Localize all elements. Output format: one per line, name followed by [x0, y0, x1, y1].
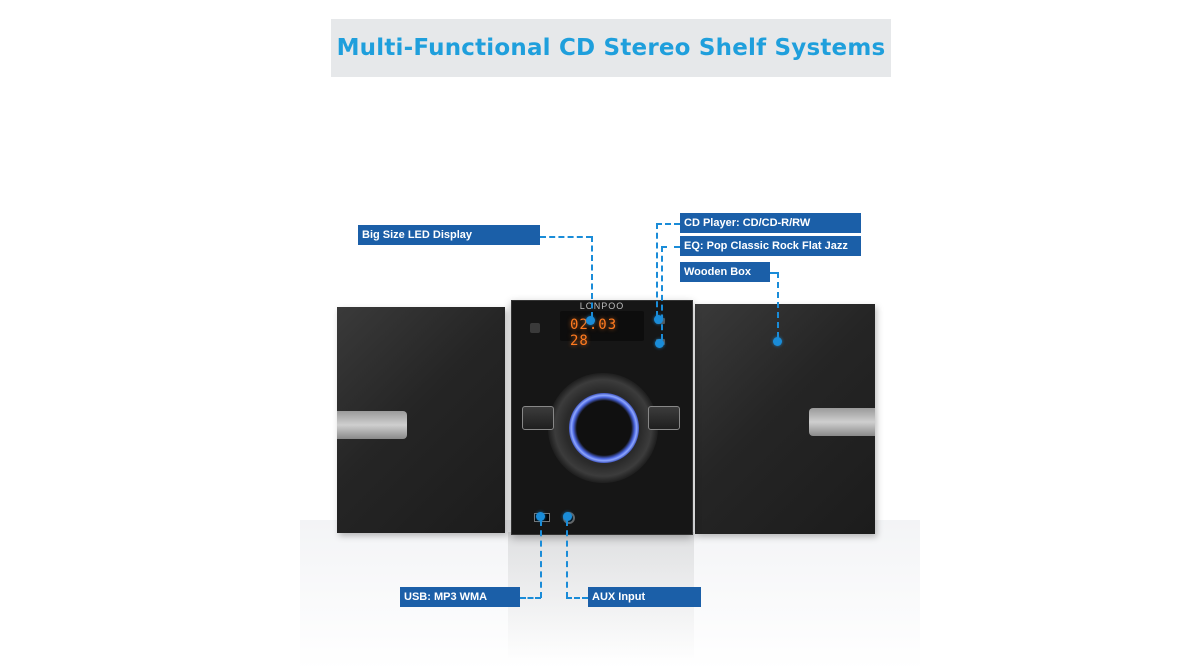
wooden-box-leader-horizontal — [770, 272, 778, 274]
cd-player-marker — [654, 315, 663, 324]
cd-player-callout: CD Player: CD/CD-R/RW — [680, 213, 861, 233]
led-display-callout: Big Size LED Display — [358, 225, 540, 245]
led-leader-vertical — [591, 236, 593, 318]
led-display-panel: 02:03 28 — [560, 311, 644, 349]
usb-leader-vertical — [540, 520, 542, 598]
title-banner: Multi-Functional CD Stereo Shelf Systems — [331, 19, 891, 77]
aux-leader-horizontal — [566, 597, 588, 599]
eq-leader-horizontal — [661, 246, 680, 248]
aux-marker — [563, 512, 572, 521]
right-speaker — [695, 304, 875, 534]
led-display-marker — [586, 316, 595, 325]
left-speaker — [337, 307, 505, 533]
led-display-readout: 02:03 28 — [570, 317, 618, 349]
usb-leader-horizontal — [520, 597, 541, 599]
right-speaker-trim — [809, 408, 875, 436]
cd-leader-vertical — [656, 223, 658, 317]
aux-callout: AUX Input — [588, 587, 701, 607]
eq-callout: EQ: Pop Classic Rock Flat Jazz — [680, 236, 861, 256]
aux-leader-vertical — [566, 520, 568, 598]
brand-logo: LONPOO — [579, 301, 625, 311]
right-mode-key[interactable] — [648, 406, 680, 430]
wooden-box-marker — [773, 337, 782, 346]
usb-callout: USB: MP3 WMA — [400, 587, 520, 607]
eq-leader-vertical — [661, 246, 663, 340]
left-mode-key[interactable] — [522, 406, 554, 430]
led-leader-horizontal — [540, 236, 592, 238]
eq-marker — [655, 339, 664, 348]
volume-knob[interactable] — [569, 393, 639, 463]
standby-button[interactable] — [530, 323, 540, 333]
cd-leader-horizontal — [656, 223, 680, 225]
wooden-box-callout: Wooden Box — [680, 262, 770, 282]
main-unit: LONPOO 02:03 28 — [511, 300, 693, 535]
left-speaker-trim — [337, 411, 407, 439]
page-title: Multi-Functional CD Stereo Shelf Systems — [336, 35, 886, 61]
usb-marker — [536, 512, 545, 521]
wooden-box-leader-vertical — [777, 272, 779, 338]
